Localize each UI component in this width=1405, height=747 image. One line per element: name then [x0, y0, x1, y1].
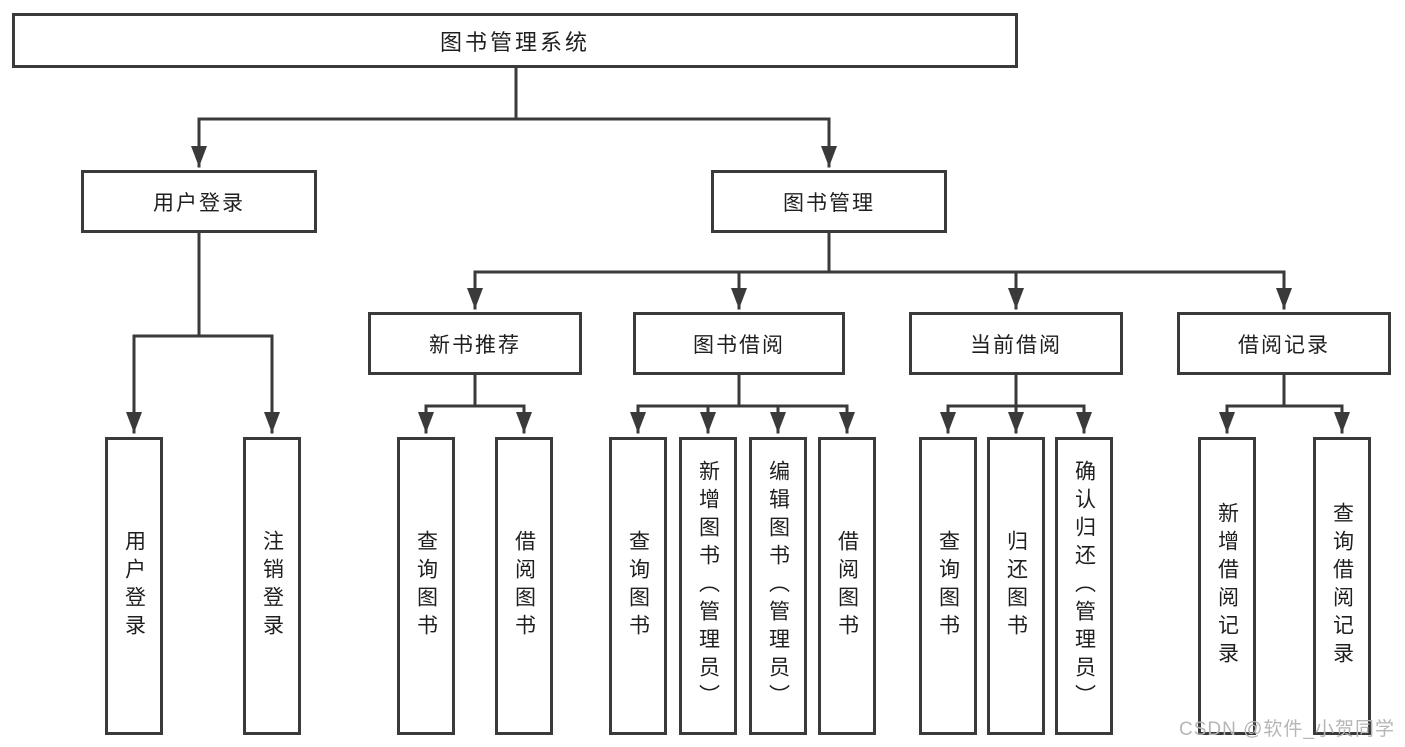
- node-leaf-recommend-query-books: 查询图书: [397, 437, 455, 735]
- edges-book-management: [467, 231, 1292, 310]
- node-user-login-label: 用户登录: [153, 191, 245, 215]
- node-leaf-edit-books-admin-label: 编辑图书（管理员）: [766, 460, 790, 712]
- node-new-book-recommend: 新书推荐: [368, 312, 582, 375]
- node-leaf-current-query-books-label: 查询图书: [936, 530, 960, 642]
- node-leaf-borrow-books-label: 借阅图书: [835, 530, 859, 642]
- node-leaf-recommend-borrow-books-label: 借阅图书: [512, 530, 536, 642]
- node-current-borrow: 当前借阅: [909, 312, 1123, 375]
- node-book-borrow-label: 图书借阅: [693, 333, 785, 357]
- watermark: CSDN @软件_小贺同学: [1179, 719, 1395, 740]
- node-current-borrow-label: 当前借阅: [970, 333, 1062, 357]
- node-leaf-return-books-label: 归还图书: [1004, 530, 1028, 642]
- node-leaf-query-borrow-record-label: 查询借阅记录: [1330, 502, 1354, 670]
- node-leaf-return-books: 归还图书: [987, 437, 1045, 735]
- node-book-management: 图书管理: [711, 170, 947, 233]
- node-leaf-add-books-admin-label: 新增图书（管理员）: [696, 460, 720, 712]
- edges-current-borrow: [940, 373, 1092, 434]
- node-leaf-confirm-return-admin-label: 确认归还（管理员）: [1072, 460, 1096, 712]
- node-book-borrow: 图书借阅: [633, 312, 845, 375]
- node-leaf-borrow-books: 借阅图书: [818, 437, 876, 735]
- node-borrow-records: 借阅记录: [1177, 312, 1391, 375]
- node-leaf-confirm-return-admin: 确认归还（管理员）: [1055, 437, 1113, 735]
- node-root: 图书管理系统: [12, 13, 1018, 68]
- node-leaf-user-login-label: 用户登录: [122, 530, 146, 642]
- edges-new-book-recommend: [418, 373, 532, 434]
- node-leaf-query-borrow-record: 查询借阅记录: [1313, 437, 1371, 735]
- node-user-login: 用户登录: [81, 170, 317, 233]
- node-leaf-edit-books-admin: 编辑图书（管理员）: [749, 437, 807, 735]
- node-root-label: 图书管理系统: [439, 29, 590, 55]
- node-book-management-label: 图书管理: [783, 191, 875, 215]
- node-leaf-recommend-query-books-label: 查询图书: [414, 530, 438, 642]
- edges-user-login: [126, 231, 280, 434]
- node-leaf-logout: 注销登录: [243, 437, 301, 735]
- node-leaf-recommend-borrow-books: 借阅图书: [495, 437, 553, 735]
- edges-root: [191, 66, 837, 168]
- node-leaf-borrow-query-books-label: 查询图书: [626, 530, 650, 642]
- node-new-book-recommend-label: 新书推荐: [429, 333, 521, 357]
- node-leaf-user-login: 用户登录: [105, 437, 163, 735]
- node-leaf-current-query-books: 查询图书: [919, 437, 977, 735]
- edges-borrow-records: [1219, 373, 1350, 434]
- node-leaf-logout-label: 注销登录: [260, 530, 284, 642]
- node-borrow-records-label: 借阅记录: [1238, 333, 1330, 357]
- node-leaf-borrow-query-books: 查询图书: [609, 437, 667, 735]
- node-leaf-add-borrow-record: 新增借阅记录: [1198, 437, 1256, 735]
- edges-book-borrow: [630, 373, 855, 434]
- node-leaf-add-books-admin: 新增图书（管理员）: [679, 437, 737, 735]
- node-leaf-add-borrow-record-label: 新增借阅记录: [1215, 502, 1239, 670]
